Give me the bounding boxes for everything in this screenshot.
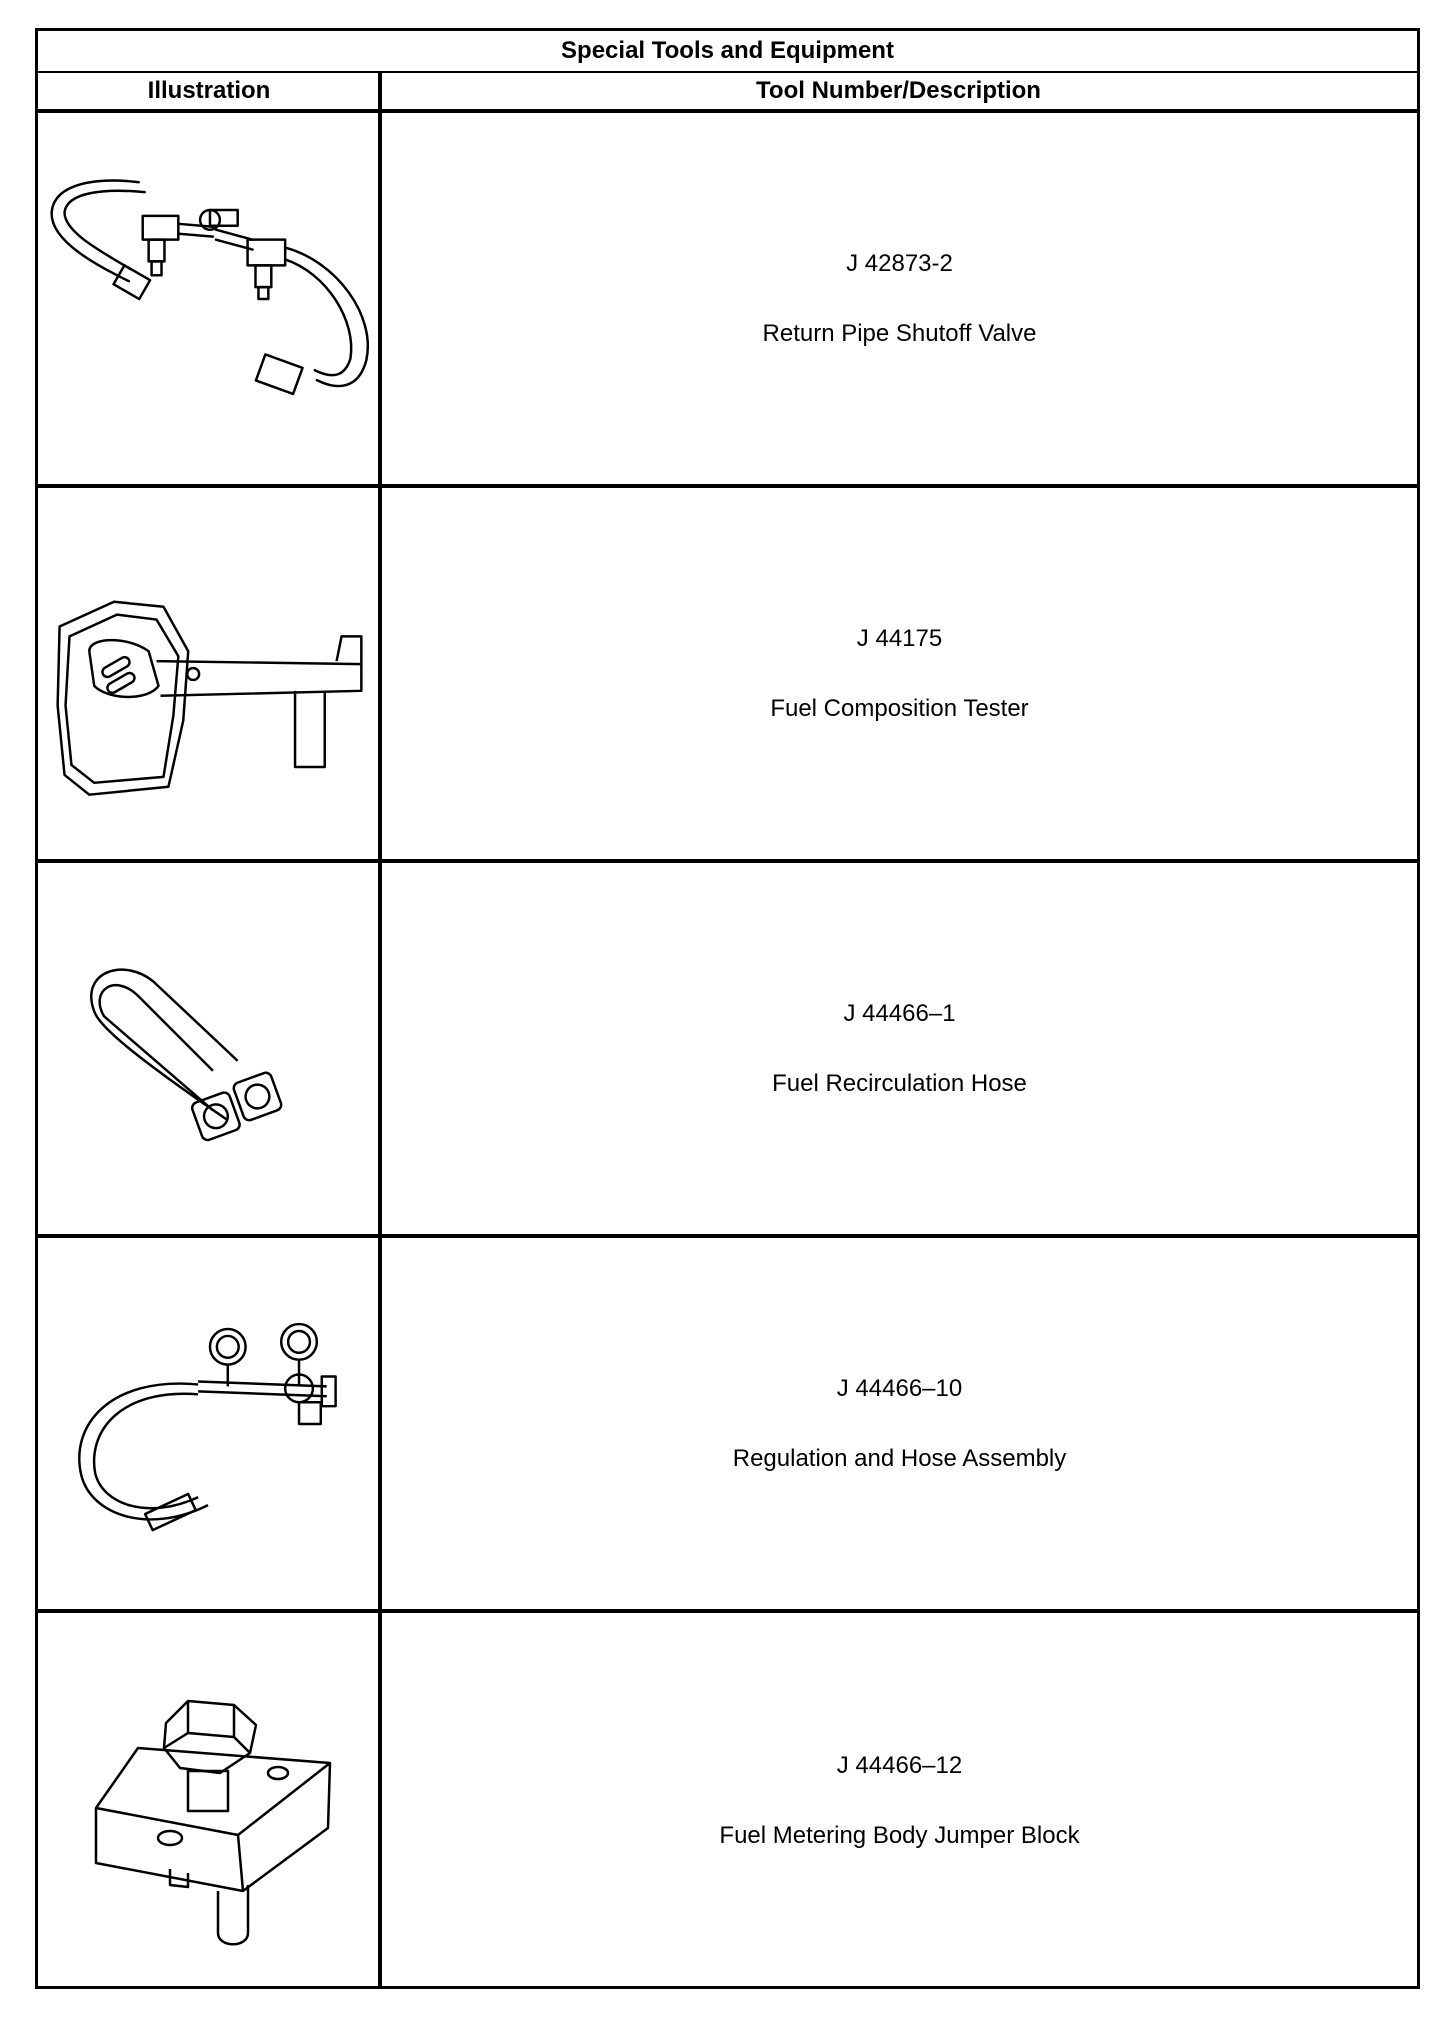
table-title: Special Tools and Equipment — [38, 31, 1417, 73]
composition-tester-icon — [56, 600, 363, 796]
description-cell: J 42873-2 Return Pipe Shutoff Valve — [382, 113, 1417, 484]
tool-number: J 42873-2 — [846, 249, 953, 277]
illustration-cell — [38, 488, 378, 859]
tool-number: J 44466–12 — [836, 1752, 963, 1779]
description-cell: J 44466–12 Fuel Metering Body Jumper Blo… — [382, 1613, 1417, 1989]
description-cell: J 44175 Fuel Composition Tester — [382, 488, 1417, 859]
shutoff-valve-icon — [50, 179, 369, 396]
tool-description: Fuel Composition Tester — [770, 694, 1029, 722]
table-row: J 44466–12 Fuel Metering Body Jumper Blo… — [38, 1613, 1417, 1989]
tools-table: Special Tools and Equipment Illustration… — [35, 28, 1420, 1989]
description-cell: J 44466–10 Regulation and Hose Assembly — [382, 1238, 1417, 1609]
illustration-cell — [38, 1238, 378, 1609]
illustration-cell — [38, 1613, 378, 1989]
tool-description: Fuel Metering Body Jumper Block — [719, 1822, 1080, 1849]
jumper-block-icon — [94, 1699, 332, 1946]
description-cell: J 44466–1 Fuel Recirculation Hose — [382, 863, 1417, 1234]
tool-description: Regulation and Hose Assembly — [732, 1444, 1067, 1472]
tool-number: J 44466–1 — [843, 999, 956, 1027]
tool-description: Fuel Recirculation Hose — [772, 1069, 1027, 1097]
table-row: J 42873-2 Return Pipe Shutoff Valve — [38, 113, 1417, 488]
regulator-hose-icon — [78, 1322, 337, 1532]
illustration-cell — [38, 113, 378, 484]
tool-description: Return Pipe Shutoff Valve — [762, 319, 1037, 347]
table-row: J 44175 Fuel Composition Tester — [38, 488, 1417, 863]
header-description: Tool Number/Description — [756, 77, 1041, 104]
table-row: J 44466–1 Fuel Recirculation Hose — [38, 863, 1417, 1238]
recirculation-hose-icon — [90, 968, 283, 1142]
table-row: J 44466–10 Regulation and Hose Assembly — [38, 1238, 1417, 1613]
tool-number: J 44175 — [856, 624, 943, 652]
illustration-cell — [38, 863, 378, 1234]
column-divider — [378, 73, 382, 1986]
tool-number: J 44466–10 — [836, 1374, 963, 1402]
header-row: Illustration Tool Number/Description — [38, 73, 1417, 113]
header-illustration: Illustration — [147, 77, 271, 104]
